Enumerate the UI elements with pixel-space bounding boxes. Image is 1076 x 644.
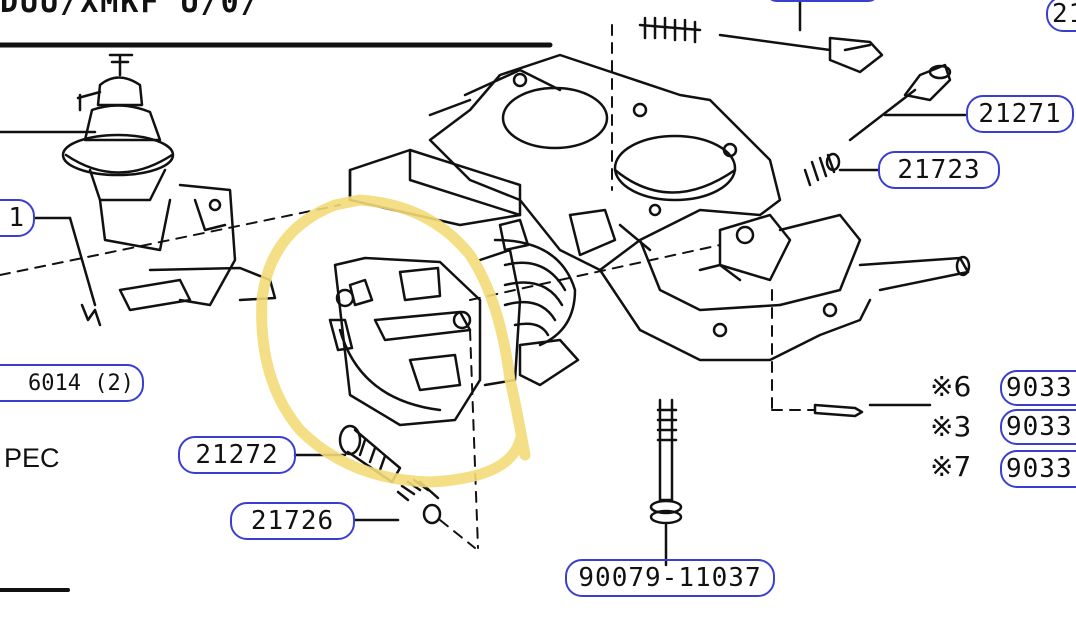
spring-21723 xyxy=(803,152,841,187)
callout-21726[interactable]: 21726 xyxy=(230,502,355,540)
throttle-body-housing xyxy=(348,53,971,362)
note-marker-3: ※3 xyxy=(930,410,972,443)
callout-1[interactable]: 1 xyxy=(0,199,35,237)
callout-top-right[interactable]: 21 xyxy=(1046,0,1076,32)
note-marker-6: ※6 xyxy=(930,370,972,403)
pin-90335 xyxy=(813,403,864,418)
diaphragm-actuator xyxy=(61,53,277,312)
callout-21271[interactable]: 21271 xyxy=(966,95,1074,133)
callout-90335-b[interactable]: 9033! xyxy=(1000,409,1076,445)
callout-21723[interactable]: 21723 xyxy=(878,151,1000,189)
leader-lines xyxy=(33,0,967,567)
note-marker-7: ※7 xyxy=(930,450,972,483)
top-screw-spring xyxy=(638,16,884,74)
highlight-circle xyxy=(256,194,531,488)
screw-21271 xyxy=(848,63,952,142)
throttle-position-sensor xyxy=(328,218,580,427)
callout-21272[interactable]: 21272 xyxy=(178,436,296,474)
pin-90079 xyxy=(649,398,683,525)
callout-90335-c[interactable]: 9033! xyxy=(1000,450,1076,488)
header-fragment: DUU/XMKF U/0/ xyxy=(0,0,261,20)
callout-6014[interactable]: 6014 (2) xyxy=(0,364,144,402)
callout-90335-a[interactable]: 9033! xyxy=(1000,370,1076,406)
dashed-guide-lines xyxy=(0,24,816,549)
spec-label: PEC xyxy=(4,443,60,473)
callout-top-center[interactable] xyxy=(765,0,880,2)
callout-90079-11037[interactable]: 90079-11037 xyxy=(565,559,775,597)
